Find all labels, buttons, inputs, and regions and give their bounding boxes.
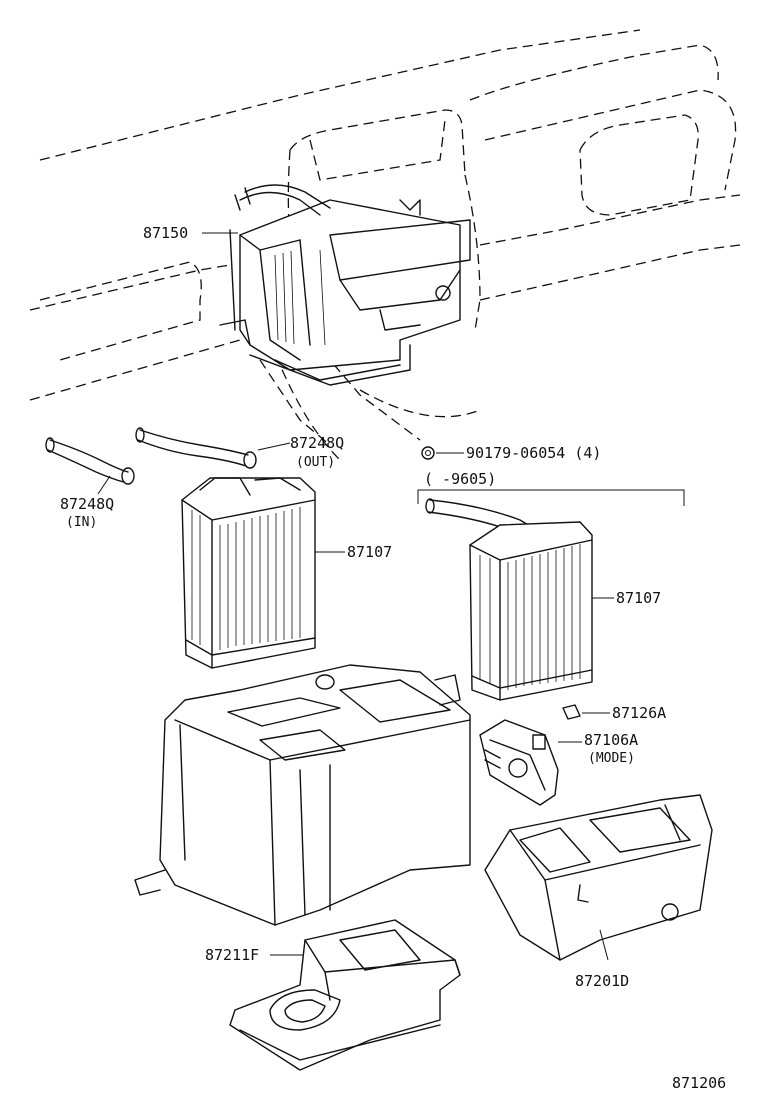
label-period: ( -9605) bbox=[424, 470, 496, 488]
case-lower: 87211F bbox=[205, 919, 461, 1071]
label-87106a: 87106A bbox=[584, 731, 638, 749]
dashboard-outline bbox=[29, 29, 741, 461]
diagram-number: 871206 bbox=[672, 1074, 726, 1092]
period-bracket: ( -9605) bbox=[417, 470, 685, 506]
leader-hose-out: 87248Q (OUT) bbox=[257, 434, 344, 470]
label-87107-right: 87107 bbox=[616, 589, 661, 607]
label-mode-note: (MODE) bbox=[588, 751, 635, 766]
leader-hose-in: 87248Q (IN) bbox=[60, 475, 114, 530]
label-out-note: (OUT) bbox=[296, 455, 335, 470]
heater-core-left: 87107 bbox=[181, 477, 392, 669]
case-right: 87201D bbox=[484, 794, 713, 990]
label-87211f: 87211F bbox=[205, 946, 259, 964]
heater-case bbox=[134, 664, 471, 926]
label-87126a: 87126A bbox=[612, 704, 666, 722]
mode-servo: 87106A (MODE) bbox=[479, 719, 638, 806]
label-87248q-out: 87248Q bbox=[290, 434, 344, 452]
label-87201d: 87201D bbox=[575, 972, 629, 990]
label-87107-left: 87107 bbox=[347, 543, 392, 561]
label-in-note: (IN) bbox=[66, 515, 97, 530]
heater-core-right: 87107 bbox=[425, 498, 661, 701]
label-87150: 87150 bbox=[143, 224, 188, 242]
hose-in bbox=[45, 437, 135, 485]
hose-out bbox=[135, 427, 257, 469]
label-90179-06054: 90179-06054 (4) bbox=[466, 444, 601, 462]
connector: 87126A bbox=[562, 704, 666, 722]
radiator-assembly bbox=[219, 184, 471, 386]
clip: 90179-06054 (4) bbox=[421, 444, 601, 462]
leader-87150: 87150 bbox=[143, 224, 238, 242]
label-87248q-in: 87248Q bbox=[60, 495, 114, 513]
